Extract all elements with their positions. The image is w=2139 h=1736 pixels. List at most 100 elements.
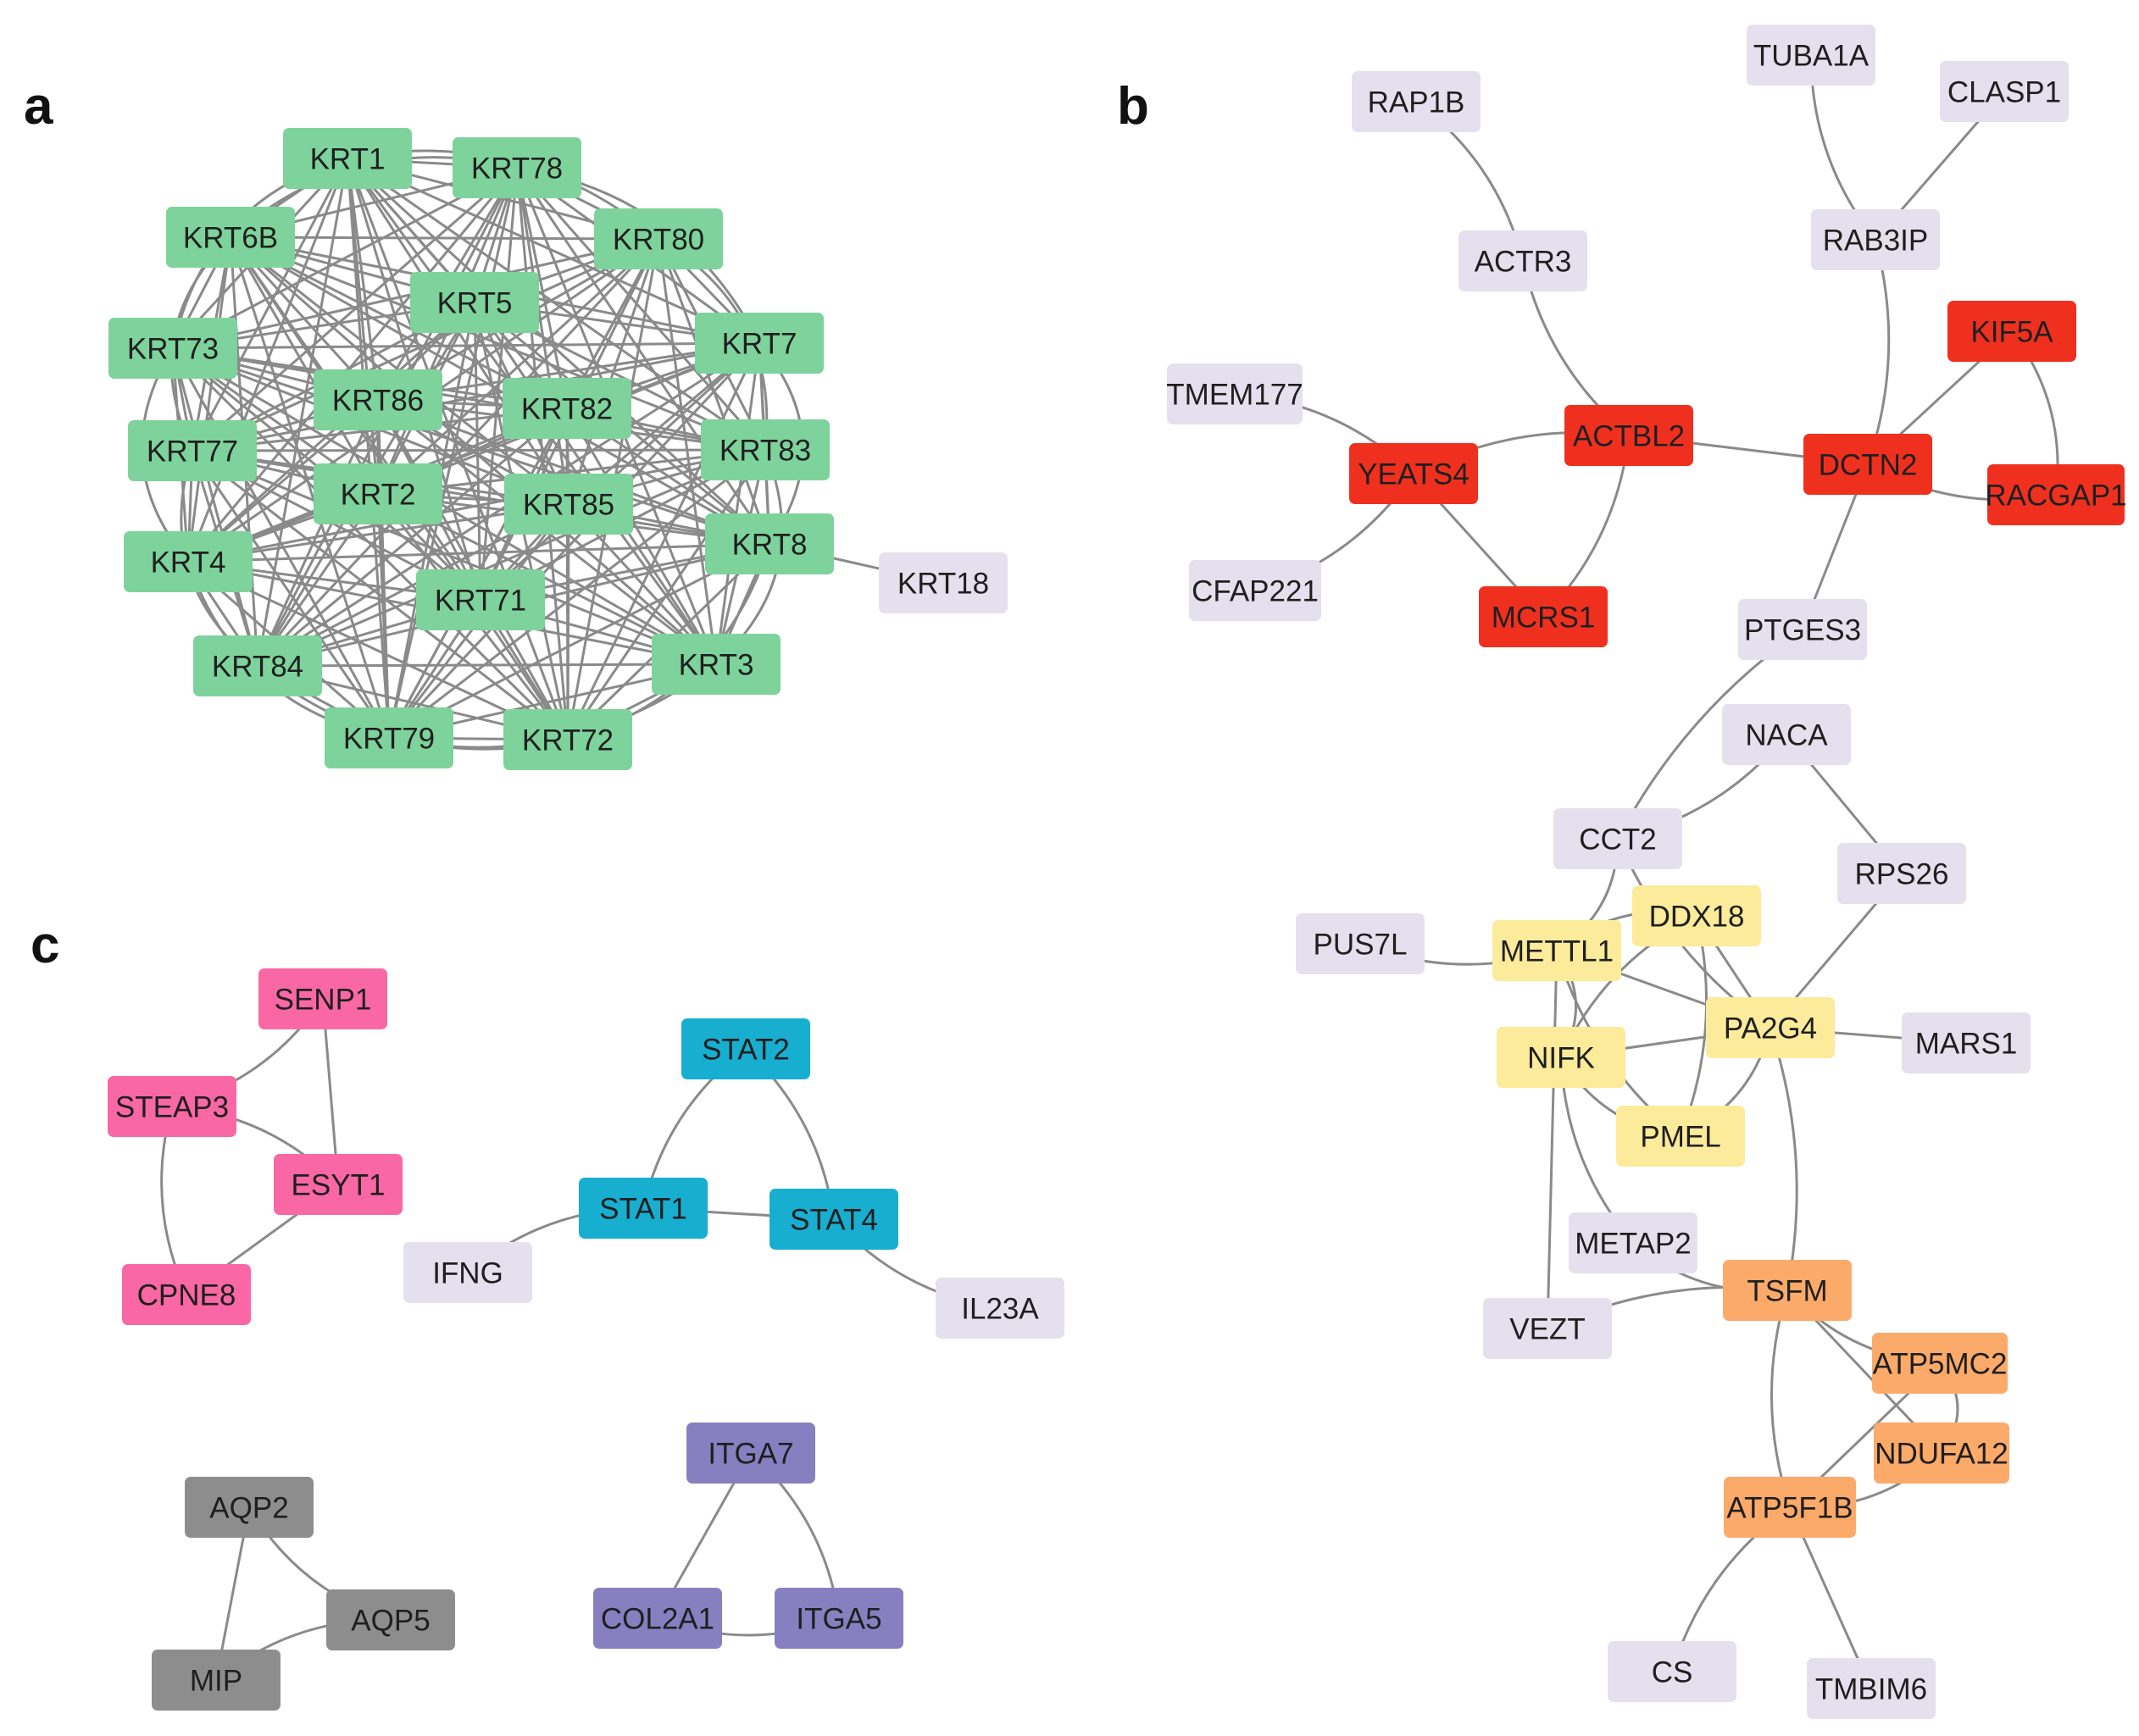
node-box bbox=[579, 1178, 708, 1239]
panel-label-c: c bbox=[31, 916, 59, 974]
node-label: METTL1 bbox=[1500, 935, 1614, 968]
edge-KRT77-KRT8 bbox=[192, 449, 770, 546]
node-krt5: KRT5 bbox=[410, 272, 539, 333]
node-label: ATP5F1B bbox=[1726, 1492, 1853, 1525]
node-label: IL23A bbox=[961, 1293, 1039, 1326]
node-label: STAT1 bbox=[599, 1193, 687, 1226]
node-box bbox=[936, 1278, 1064, 1339]
edge-KRT6B-KRT8 bbox=[230, 236, 770, 546]
edge-PA2G4-TSFM bbox=[1769, 1027, 1798, 1291]
node-box bbox=[1167, 363, 1303, 424]
node-mars1: MARS1 bbox=[1902, 1012, 2031, 1073]
node-box bbox=[1747, 25, 1875, 86]
node-box bbox=[686, 1423, 815, 1484]
node-label: ATP5MC2 bbox=[1873, 1348, 2008, 1381]
node-label: KRT86 bbox=[332, 385, 424, 418]
node-box bbox=[769, 1189, 898, 1250]
node-senp1: SENP1 bbox=[258, 968, 387, 1029]
node-label: KRT72 bbox=[522, 724, 614, 757]
node-box bbox=[403, 1242, 532, 1303]
node-box bbox=[1553, 808, 1682, 869]
edge-METTL1-VEZT bbox=[1546, 950, 1558, 1329]
node-box bbox=[1987, 464, 2125, 525]
node-box bbox=[193, 635, 322, 696]
node-pa2g4: PA2G4 bbox=[1706, 997, 1835, 1058]
node-box bbox=[1497, 1027, 1625, 1088]
node-label: ACTR3 bbox=[1475, 246, 1572, 279]
node-atp5mc2: ATP5MC2 bbox=[1872, 1333, 2008, 1394]
node-rap1b: RAP1B bbox=[1352, 71, 1481, 132]
edge-KRT6B-KRT4 bbox=[186, 236, 232, 563]
node-krt72: KRT72 bbox=[503, 709, 632, 770]
node-krt86: KRT86 bbox=[314, 369, 442, 430]
node-label: RPS26 bbox=[1855, 858, 1949, 891]
node-box bbox=[314, 463, 442, 524]
node-label: AQP2 bbox=[209, 1492, 288, 1525]
node-box bbox=[1632, 885, 1761, 946]
node-box bbox=[108, 1076, 236, 1137]
node-box bbox=[681, 1018, 810, 1079]
edge-TSFM-ATP5F1B bbox=[1770, 1290, 1792, 1508]
node-label: KRT77 bbox=[147, 435, 238, 469]
node-label: TMEM177 bbox=[1166, 379, 1303, 412]
node-nifk: NIFK bbox=[1497, 1027, 1625, 1088]
edge-KRT1-KRT4 bbox=[186, 158, 349, 563]
node-krt1: KRT1 bbox=[283, 128, 412, 189]
node-itga5: ITGA5 bbox=[775, 1588, 903, 1649]
node-stat4: STAT4 bbox=[769, 1189, 898, 1250]
node-label: STAT4 bbox=[790, 1204, 878, 1237]
node-box bbox=[1349, 443, 1478, 504]
node-box bbox=[593, 1588, 722, 1649]
node-label: ACTBL2 bbox=[1573, 420, 1685, 453]
node-rps26: RPS26 bbox=[1837, 843, 1966, 904]
node-label: CCT2 bbox=[1579, 824, 1656, 857]
node-box bbox=[1296, 913, 1425, 974]
node-label: KRT8 bbox=[732, 529, 808, 562]
node-label: NACA bbox=[1745, 719, 1828, 752]
node-clasp1: CLASP1 bbox=[1940, 61, 2069, 122]
node-box bbox=[124, 531, 253, 592]
node-label: DCTN2 bbox=[1819, 449, 1918, 482]
node-naca: NACA bbox=[1722, 704, 1851, 765]
node-label: CFAP221 bbox=[1192, 575, 1319, 608]
edge-KRT1-KRT84 bbox=[256, 158, 349, 667]
panel-label-a: a bbox=[24, 77, 53, 136]
node-box bbox=[1483, 1298, 1612, 1359]
node-krt2: KRT2 bbox=[314, 463, 442, 524]
node-box bbox=[1608, 1641, 1736, 1702]
node-label: KRT83 bbox=[719, 435, 811, 468]
edge-KRT78-KRT4 bbox=[186, 167, 519, 563]
edge-KRT7-KRT3 bbox=[714, 342, 761, 665]
node-label: KRT6B bbox=[183, 222, 278, 255]
node-label: KRT84 bbox=[212, 651, 303, 684]
node-pus7l: PUS7L bbox=[1296, 913, 1425, 974]
node-label: TSFM bbox=[1747, 1275, 1827, 1308]
edge-KRT80-KRT3 bbox=[657, 238, 718, 665]
node-box bbox=[503, 709, 632, 770]
node-label: SENP1 bbox=[275, 984, 372, 1017]
node-label: NIFK bbox=[1527, 1042, 1595, 1075]
node-steap3: STEAP3 bbox=[108, 1076, 236, 1137]
node-box bbox=[1738, 599, 1867, 660]
node-krt4: KRT4 bbox=[124, 531, 253, 592]
node-cs: CS bbox=[1608, 1641, 1736, 1702]
edge-KRT78-KRT83 bbox=[515, 167, 767, 451]
node-krt71: KRT71 bbox=[416, 569, 545, 630]
node-col2a1: COL2A1 bbox=[593, 1588, 722, 1649]
node-label: RAB3IP bbox=[1823, 225, 1929, 258]
node-box bbox=[1479, 586, 1608, 647]
node-box bbox=[314, 369, 442, 430]
node-box bbox=[416, 569, 545, 630]
node-krt79: KRT79 bbox=[325, 707, 453, 768]
node-box bbox=[1947, 301, 2076, 362]
edge-KRT73-KRT7 bbox=[172, 341, 760, 350]
node-krt8: KRT8 bbox=[705, 513, 834, 574]
node-box bbox=[325, 707, 453, 768]
node-kif5a: KIF5A bbox=[1947, 301, 2076, 362]
edge-KRT1-KRT79 bbox=[346, 158, 391, 739]
node-box bbox=[283, 128, 412, 189]
node-metap2: METAP2 bbox=[1569, 1212, 1697, 1273]
node-label: KRT85 bbox=[523, 489, 614, 522]
node-label: KRT3 bbox=[679, 649, 754, 682]
node-il23a: IL23A bbox=[936, 1278, 1064, 1339]
